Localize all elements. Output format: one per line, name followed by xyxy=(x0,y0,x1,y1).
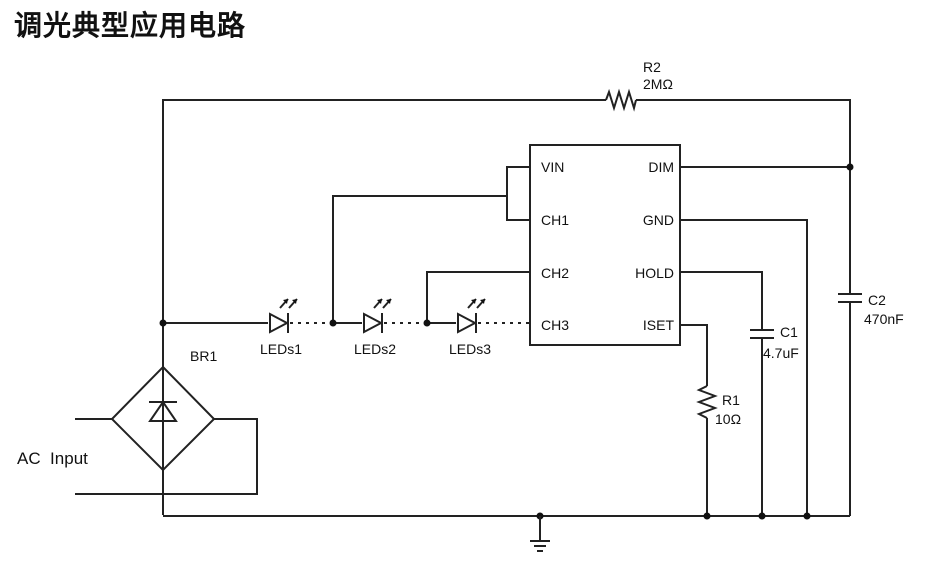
r1-value: 10Ω xyxy=(715,411,741,427)
ic-chip xyxy=(529,144,681,346)
c2-value: 470nF xyxy=(864,311,904,327)
capacitor-c2 xyxy=(838,167,862,516)
pin-gnd: GND xyxy=(643,212,674,228)
ac-input-label: AC Input xyxy=(17,449,88,468)
led-2-label: LEDs2 xyxy=(354,341,396,357)
ground-icon xyxy=(530,516,550,552)
bridge-rectifier xyxy=(75,365,258,495)
c2-ref: C2 xyxy=(868,292,886,308)
pin-dim: DIM xyxy=(648,159,674,175)
capacitor-c1 xyxy=(680,271,774,516)
junctions xyxy=(159,163,854,520)
r1-ref: R1 xyxy=(722,392,740,408)
led-2 xyxy=(363,298,392,334)
pin-ch2: CH2 xyxy=(541,265,569,281)
led-1-label: LEDs1 xyxy=(260,341,302,357)
diagram-title: 调光典型应用电路 xyxy=(14,9,247,42)
led-3 xyxy=(457,298,486,334)
wire-vin-ch1 xyxy=(332,166,530,323)
pin-ch3: CH3 xyxy=(541,317,569,333)
c1-ref: C1 xyxy=(780,324,798,340)
pin-hold: HOLD xyxy=(635,265,674,281)
wire-ch2 xyxy=(426,271,530,323)
pin-ch1: CH1 xyxy=(541,212,569,228)
pin-vin: VIN xyxy=(541,159,564,175)
led-1 xyxy=(269,298,298,334)
wire-gnd xyxy=(680,219,808,516)
led-3-label: LEDs3 xyxy=(449,341,491,357)
pin-iset: ISET xyxy=(643,317,675,333)
c1-value: 4.7uF xyxy=(763,345,799,361)
r2-value: 2MΩ xyxy=(643,76,673,92)
r2-ref: R2 xyxy=(643,59,661,75)
br1-label: BR1 xyxy=(190,348,217,364)
wire-top xyxy=(162,88,851,515)
resistor-r1 xyxy=(680,324,718,516)
